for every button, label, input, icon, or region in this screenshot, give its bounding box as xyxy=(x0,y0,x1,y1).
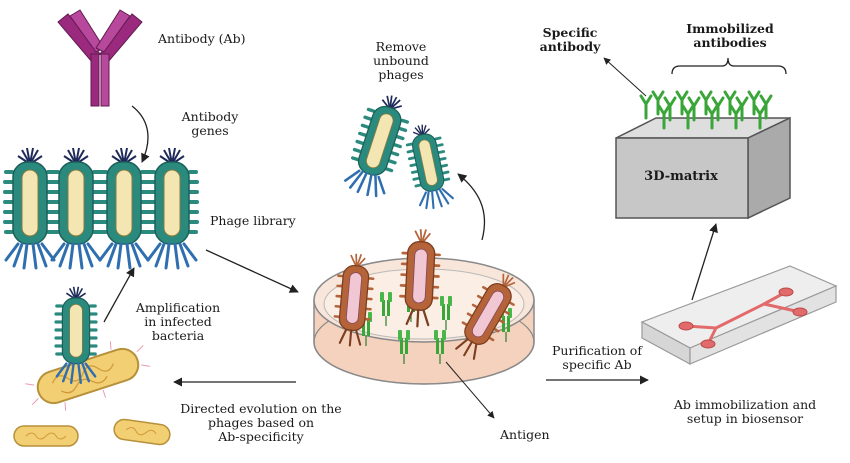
arrow-antibody-to-library xyxy=(131,105,150,163)
bacteria-group xyxy=(13,341,171,447)
arrow-antigen-pointer xyxy=(445,361,495,419)
bracket xyxy=(671,57,787,75)
label-antibody: Antibody (Ab) xyxy=(158,31,246,46)
antibody-y-shape xyxy=(57,9,143,107)
arrow-remove-unbound xyxy=(457,173,486,241)
label-phage-library: Phage library xyxy=(210,213,296,228)
label-directed-evolution: Directed evolution on the phages based o… xyxy=(180,401,342,444)
biosensor-chip xyxy=(640,265,838,366)
label-purification: Purification of specific Ab xyxy=(552,343,642,372)
label-antigen: Antigen xyxy=(500,427,550,442)
arrow-amplification xyxy=(103,267,135,323)
label-3d-matrix: 3D-matrix xyxy=(644,169,718,184)
arrow-library-to-dish xyxy=(205,249,299,293)
unbound-phages xyxy=(339,87,458,213)
label-amplification: Amplification in infected bacteria xyxy=(135,300,221,343)
arrow-specific-antibody xyxy=(603,57,647,97)
label-specific-antibody: Specific antibody xyxy=(539,25,601,54)
label-immobilized-antibodies: Immobilized antibodies xyxy=(686,21,774,50)
label-antibody-genes: Antibody genes xyxy=(181,109,239,138)
arrow-chip-to-matrix xyxy=(691,223,718,301)
phage-library xyxy=(1,146,201,270)
label-remove-unbound: Remove unbound phages xyxy=(373,39,429,82)
label-immobilization: Ab immobilization and setup in biosensor xyxy=(673,397,817,426)
matrix-3d-box xyxy=(615,116,791,220)
